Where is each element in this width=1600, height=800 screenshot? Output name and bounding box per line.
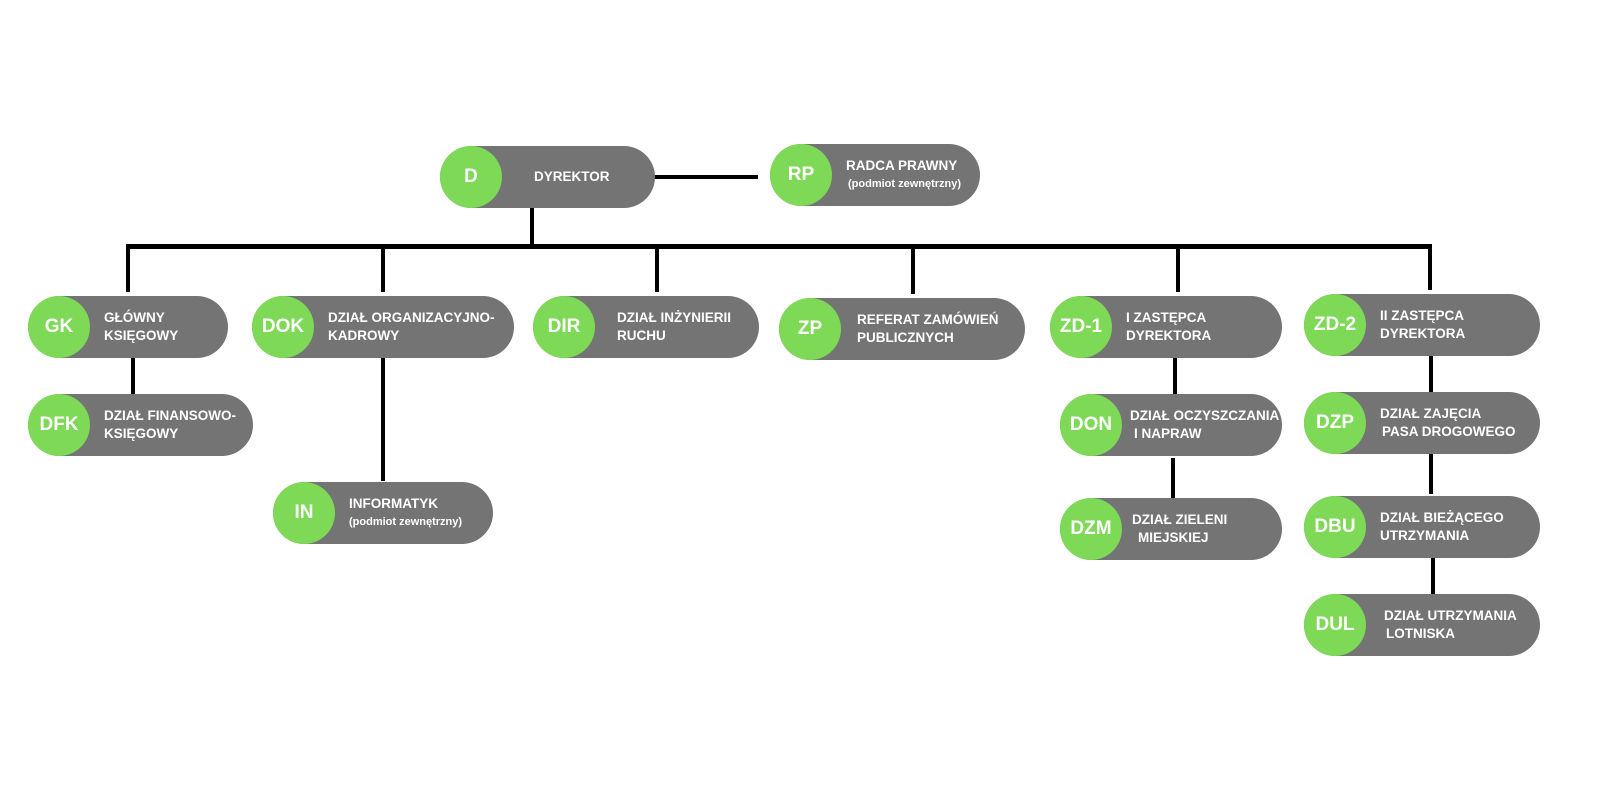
connector-dzp-dbu [1429, 454, 1433, 494]
node-dyrektor: D DYREKTOR [440, 146, 655, 208]
node-code-badge: DOK [252, 296, 314, 358]
node-code-badge: DON [1060, 394, 1122, 456]
node-title: DYREKTOR [534, 169, 610, 184]
node-subtitle: MIEJSKIEJ [1138, 530, 1209, 545]
node-subtitle: UTRZYMANIA [1380, 528, 1470, 543]
node-title: DZIAŁ ORGANIZACYJNO- [328, 310, 495, 325]
node-i-zastepca-dyrektora: ZD-1 I ZASTĘPCA DYREKTORA [1050, 296, 1282, 358]
node-glowny-ksiegowy: GK GŁÓWNY KSIĘGOWY [28, 296, 228, 358]
connector-bus-dir [655, 244, 659, 292]
node-dzial-zieleni-miejskiej: DZM DZIAŁ ZIELENI MIEJSKIEJ [1060, 498, 1282, 560]
node-code-badge: ZD-2 [1304, 294, 1366, 356]
node-code-badge: RP [770, 144, 832, 206]
node-title: DZIAŁ ZIELENI [1132, 512, 1228, 527]
node-title: DZIAŁ OCZYSZCZANIA [1130, 408, 1280, 423]
connector-bus-zd2 [1428, 244, 1432, 290]
connector-d-down [530, 206, 534, 248]
node-subtitle: RUCHU [617, 328, 666, 343]
node-code-badge: GK [28, 296, 90, 358]
node-dzial-biezacego-utrzymania: DBU DZIAŁ BIEŻĄCEGO UTRZYMANIA [1304, 496, 1540, 558]
connector-main-bus [126, 244, 1431, 249]
node-title: INFORMATYK [349, 496, 438, 511]
node-title: RADCA PRAWNY [846, 158, 958, 173]
node-dzial-organizacyjno-kadrowy: DOK DZIAŁ ORGANIZACYJNO- KADROWY [252, 296, 514, 358]
node-code-badge: ZP [779, 298, 841, 360]
node-code-badge: DIR [533, 296, 595, 358]
node-dzial-zajecia-pasa-drogowego: DZP DZIAŁ ZAJĘCIA PASA DROGOWEGO [1304, 392, 1540, 454]
node-subtitle: KADROWY [328, 328, 400, 343]
node-subtitle: (podmiot zewnętrzny) [848, 178, 962, 190]
connector-bus-zp [911, 244, 915, 294]
node-subtitle: I NAPRAW [1134, 426, 1202, 441]
node-title: DZIAŁ UTRZYMANIA [1384, 608, 1517, 623]
node-subtitle: LOTNISKA [1386, 626, 1455, 641]
node-code-badge: IN [273, 482, 335, 544]
connector-dok-in [381, 356, 385, 481]
node-title: DZIAŁ FINANSOWO- [104, 408, 236, 423]
node-dzial-oczyszczania-i-napraw: DON DZIAŁ OCZYSZCZANIA I NAPRAW [1060, 394, 1282, 456]
node-subtitle: (podmiot zewnętrzny) [349, 516, 463, 528]
connector-zd2-dzp [1429, 354, 1433, 392]
connector-gk-dfk [131, 356, 135, 394]
node-code-badge: D [440, 146, 502, 208]
node-title: DZIAŁ BIEŻĄCEGO [1380, 510, 1504, 525]
connector-zd1-don [1173, 356, 1177, 394]
node-radca-prawny: RP RADCA PRAWNY (podmiot zewnętrzny) [770, 144, 980, 206]
node-title: GŁÓWNY [104, 310, 165, 325]
connector-d-rp [640, 175, 758, 179]
node-dzial-utrzymania-lotniska: DUL DZIAŁ UTRZYMANIA LOTNISKA [1304, 594, 1540, 656]
node-title: I ZASTĘPCA [1126, 310, 1207, 325]
node-dzial-finansowo-ksiegowy: DFK DZIAŁ FINANSOWO- KSIĘGOWY [28, 394, 253, 456]
connector-don-dzm [1171, 458, 1175, 498]
node-code-badge: DUL [1304, 594, 1366, 656]
node-title: DZIAŁ ZAJĘCIA [1380, 406, 1482, 421]
node-subtitle: DYREKTORA [1380, 326, 1466, 341]
node-subtitle: DYREKTORA [1126, 328, 1212, 343]
node-subtitle: PUBLICZNYCH [857, 330, 954, 345]
node-title: II ZASTĘPCA [1380, 308, 1465, 323]
node-code-badge: DZM [1060, 498, 1122, 560]
node-informatyk: IN INFORMATYK (podmiot zewnętrzny) [273, 482, 493, 544]
node-code-badge: DZP [1304, 392, 1366, 454]
connector-dbu-dul [1431, 558, 1435, 594]
node-code-badge: ZD-1 [1050, 296, 1112, 358]
node-subtitle: KSIĘGOWY [104, 426, 179, 441]
node-subtitle: PASA DROGOWEGO [1382, 424, 1516, 439]
connector-bus-gk [126, 244, 130, 292]
node-code-badge: DFK [28, 394, 90, 456]
node-code-badge: DBU [1304, 496, 1366, 558]
connector-bus-dok [381, 244, 385, 292]
node-referat-zamowien-publicznych: ZP REFERAT ZAMÓWIEŃ PUBLICZNYCH [779, 298, 1025, 360]
node-title: DZIAŁ INŻYNIERII [617, 310, 731, 325]
node-title: REFERAT ZAMÓWIEŃ [857, 312, 999, 327]
connector-bus-zd1 [1176, 244, 1180, 292]
node-subtitle: KSIĘGOWY [104, 328, 179, 343]
node-ii-zastepca-dyrektora: ZD-2 II ZASTĘPCA DYREKTORA [1304, 294, 1540, 356]
node-dzial-inzynierii-ruchu: DIR DZIAŁ INŻYNIERII RUCHU [533, 296, 759, 358]
